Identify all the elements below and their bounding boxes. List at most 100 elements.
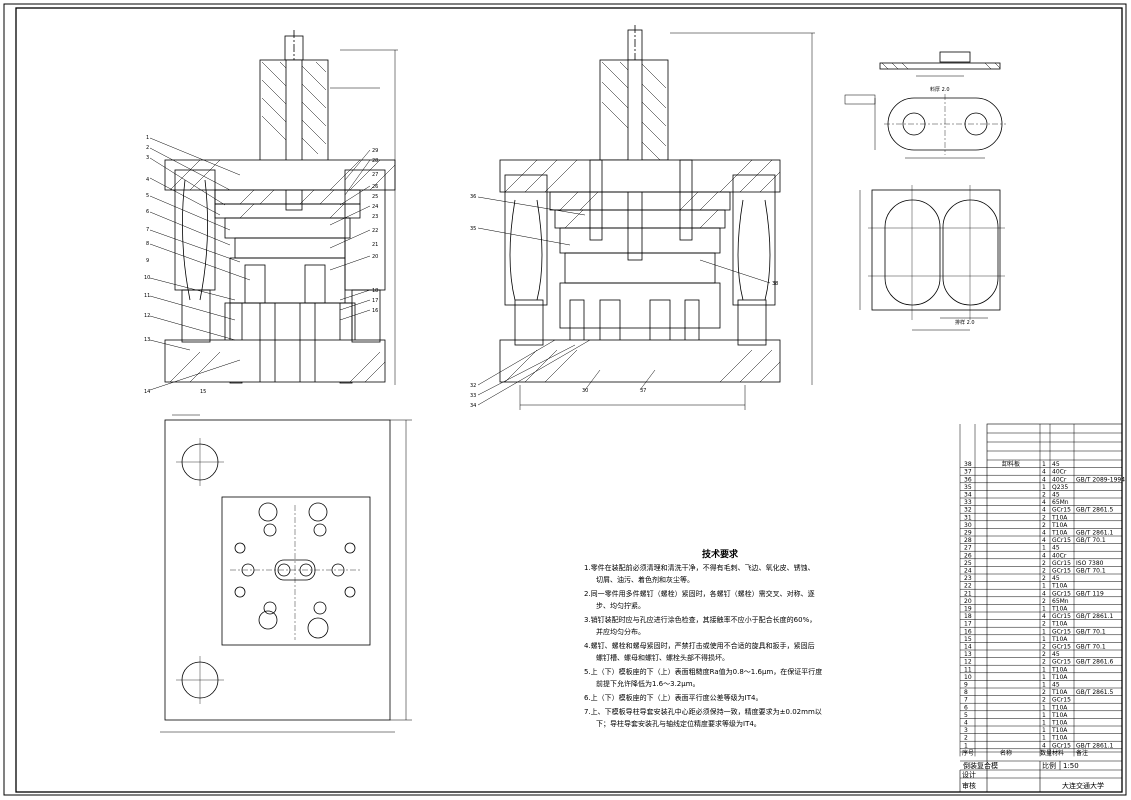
tech-req-line: 切屑、油污、着色剂和灰尘等。	[596, 575, 694, 584]
scale-label: 比例	[1042, 761, 1056, 770]
bom-header-cell: 名称	[1000, 749, 1012, 757]
bom-cell: 2	[1042, 651, 1046, 658]
thickness-label: 料厚 2.0	[930, 86, 950, 93]
svg-text:9: 9	[146, 258, 149, 264]
tech-req-line: 1.零件在装配前必须清理和清洗干净，不得有毛刺、飞边、氧化皮、锈蚀、	[584, 563, 815, 572]
bom-cell: GB/T 70.1	[1076, 628, 1106, 635]
svg-text:34: 34	[470, 403, 476, 409]
bom-cell: 30	[964, 522, 972, 529]
bom-header-cell: 备注	[1076, 749, 1088, 757]
bom-cell: 29	[964, 530, 972, 537]
tech-req-line: 下；导柱导套安装孔与轴线定位精度要求等级为IT4。	[596, 719, 761, 728]
bom-cell: 31	[964, 514, 972, 521]
bom-cell: GB/T 70.1	[1076, 568, 1106, 575]
bom-cell: T10A	[1051, 530, 1068, 537]
bom-cell: 1	[1042, 735, 1046, 742]
bom-cell: 1	[964, 742, 968, 749]
bom-cell: GCr15	[1052, 537, 1071, 544]
bill-of-materials	[986, 423, 1123, 793]
bom-cell: 40Cr	[1052, 552, 1067, 559]
bom-cell: GCr15	[1052, 613, 1071, 620]
bom-cell: 1	[1042, 484, 1046, 491]
bom-cell: 4	[1042, 530, 1046, 537]
bom-cell: GCr15	[1052, 507, 1071, 514]
bom-cell: 1	[1042, 606, 1046, 613]
school-name: 大连交通大学	[1062, 781, 1104, 790]
bom-cell: T10A	[1051, 704, 1068, 711]
bom-cell: 5	[964, 712, 968, 719]
svg-text:7: 7	[146, 227, 149, 233]
bom-cell: 14	[964, 644, 972, 651]
bom-cell: 35	[964, 484, 972, 491]
bom-cell: 16	[964, 628, 972, 635]
bom-cell: GCr15	[1052, 742, 1071, 749]
bom-cell: 2	[1042, 697, 1046, 704]
bom-cell: 2	[1042, 514, 1046, 521]
bom-cell: GB/T 2861.6	[1076, 659, 1114, 666]
svg-text:22: 22	[372, 228, 378, 234]
bom-cell: 21	[964, 590, 972, 597]
bom-cell: GCr15	[1052, 628, 1071, 635]
svg-text:26: 26	[372, 184, 378, 190]
bom-cell: T10A	[1051, 674, 1068, 681]
svg-text:28: 28	[372, 158, 378, 164]
bom-cell: 33	[964, 499, 972, 506]
tech-req-line: 步、均匀拧紧。	[596, 601, 645, 610]
bom-cell: 18	[964, 613, 972, 620]
svg-text:4: 4	[146, 177, 149, 183]
bom-cell: 1	[1042, 583, 1046, 590]
tech-req-line: 4.螺钉、螺栓和螺母紧固时，严禁打击或使用不合适的旋具和扳手，紧固后	[584, 641, 815, 650]
checker-label: 审核	[962, 781, 976, 790]
bom-cell: 4	[1042, 613, 1046, 620]
svg-text:16: 16	[372, 308, 378, 314]
bom-cell: T10A	[1051, 735, 1068, 742]
bom-cell: 20	[964, 598, 972, 605]
bom-cell: 25	[964, 560, 972, 567]
svg-text:25: 25	[372, 194, 378, 200]
bom-header-cell: 材料	[1052, 749, 1064, 757]
svg-text:37: 37	[640, 388, 646, 394]
bom-cell: 26	[964, 552, 972, 559]
bom-cell: 4	[964, 720, 968, 727]
svg-text:3: 3	[146, 155, 149, 161]
bom-cell: GB/T 70.1	[1076, 537, 1106, 544]
bom-cell: 1	[1042, 545, 1046, 552]
bom-cell: GB/T 119	[1076, 590, 1104, 597]
svg-text:12: 12	[144, 313, 150, 319]
bom-cell: 10	[964, 674, 972, 681]
bom-cell: 1	[1042, 636, 1046, 643]
bom-cell: 13	[964, 651, 972, 658]
bom-cell: T10A	[1051, 720, 1068, 727]
designer-label: 设计	[962, 770, 976, 779]
bom-cell: 2	[1042, 644, 1046, 651]
bom-cell: 32	[964, 507, 972, 514]
bom-cell: 1	[1042, 727, 1046, 734]
bom-cell: 4	[1042, 552, 1046, 559]
bom-cell: 40Cr	[1052, 476, 1067, 483]
bom-cell: T10A	[1051, 522, 1068, 529]
scale-value: 1:50	[1063, 762, 1079, 770]
bom-cell: T10A	[1051, 727, 1068, 734]
svg-text:21: 21	[372, 242, 378, 248]
bom-cell: 23	[964, 575, 972, 582]
bom-cell: 2	[1042, 575, 1046, 582]
tech-req-line: 2.同一零件用多件螺钉（螺栓）紧固时，各螺钉（螺栓）需交叉、对称、逐	[584, 589, 815, 598]
svg-text:13: 13	[144, 337, 150, 343]
bom-cell: 40Cr	[1052, 469, 1067, 476]
tech-req-line: 螺钉槽、螺母和螺钉、螺栓头部不得损坏。	[596, 653, 729, 662]
svg-text:35: 35	[470, 226, 476, 232]
bom-cell: 1	[1042, 720, 1046, 727]
bom-cell: 4	[1042, 469, 1046, 476]
bom-cell: GB/T 2861.5	[1076, 507, 1114, 514]
bom-cell: 1	[1042, 674, 1046, 681]
bom-cell: 45	[1052, 651, 1060, 658]
bom-cell: 2	[1042, 598, 1046, 605]
svg-text:17: 17	[372, 298, 378, 304]
bom-cell: GB/T 2089-1994	[1076, 476, 1125, 483]
bom-cell: 1	[1042, 712, 1046, 719]
outer-border	[3, 3, 1127, 796]
bom-cell: 1	[1042, 461, 1046, 468]
bom-cell: 3	[964, 727, 968, 734]
bom-cell: 65Mn	[1052, 499, 1069, 506]
